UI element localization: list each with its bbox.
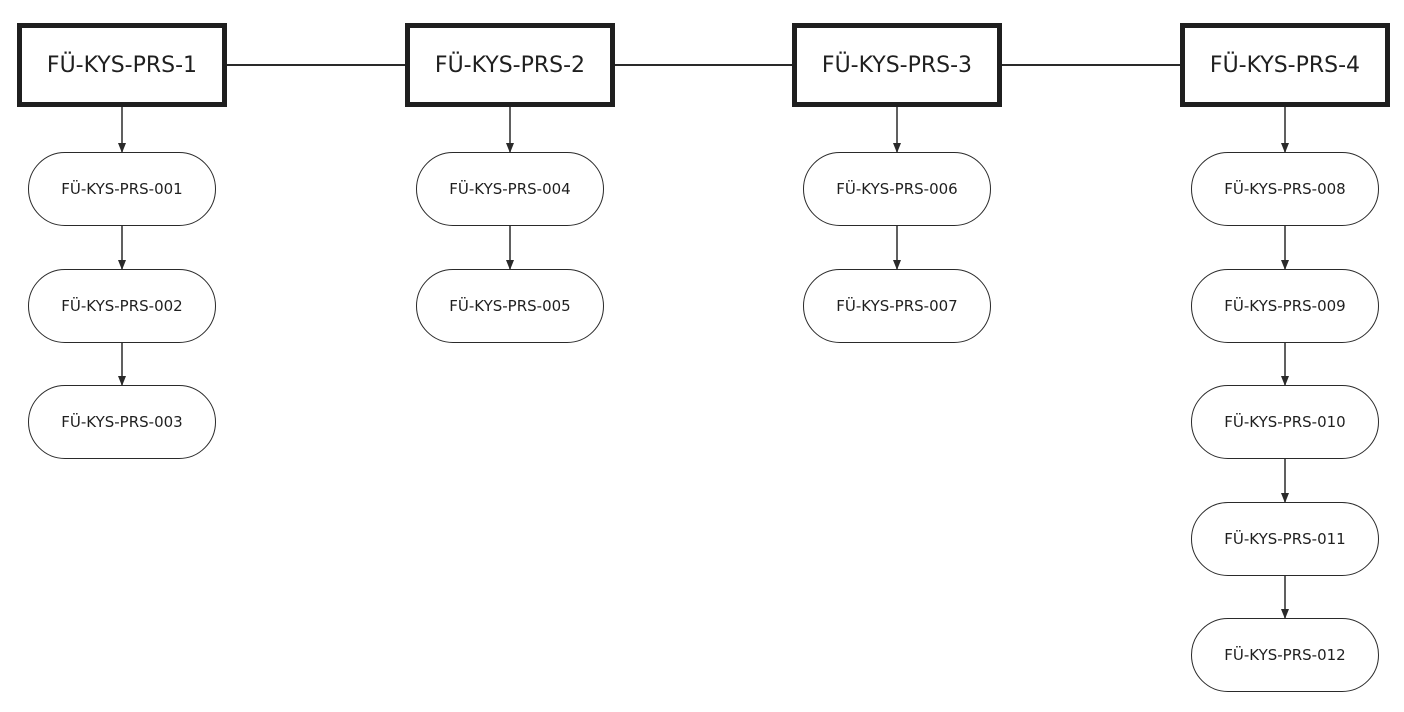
process-step-node[interactable]: FÜ-KYS-PRS-004 xyxy=(416,152,604,226)
process-step-node[interactable]: FÜ-KYS-PRS-005 xyxy=(416,269,604,343)
process-step-node[interactable]: FÜ-KYS-PRS-008 xyxy=(1191,152,1379,226)
process-group-box[interactable]: FÜ-KYS-PRS-4 xyxy=(1180,23,1390,107)
process-step-node[interactable]: FÜ-KYS-PRS-002 xyxy=(28,269,216,343)
process-group-box[interactable]: FÜ-KYS-PRS-3 xyxy=(792,23,1002,107)
process-step-node[interactable]: FÜ-KYS-PRS-011 xyxy=(1191,502,1379,576)
process-group-box[interactable]: FÜ-KYS-PRS-2 xyxy=(405,23,615,107)
process-step-node[interactable]: FÜ-KYS-PRS-003 xyxy=(28,385,216,459)
process-step-node[interactable]: FÜ-KYS-PRS-007 xyxy=(803,269,991,343)
process-step-node[interactable]: FÜ-KYS-PRS-006 xyxy=(803,152,991,226)
process-step-node[interactable]: FÜ-KYS-PRS-001 xyxy=(28,152,216,226)
process-step-node[interactable]: FÜ-KYS-PRS-010 xyxy=(1191,385,1379,459)
process-step-node[interactable]: FÜ-KYS-PRS-009 xyxy=(1191,269,1379,343)
process-group-box[interactable]: FÜ-KYS-PRS-1 xyxy=(17,23,227,107)
process-step-node[interactable]: FÜ-KYS-PRS-012 xyxy=(1191,618,1379,692)
